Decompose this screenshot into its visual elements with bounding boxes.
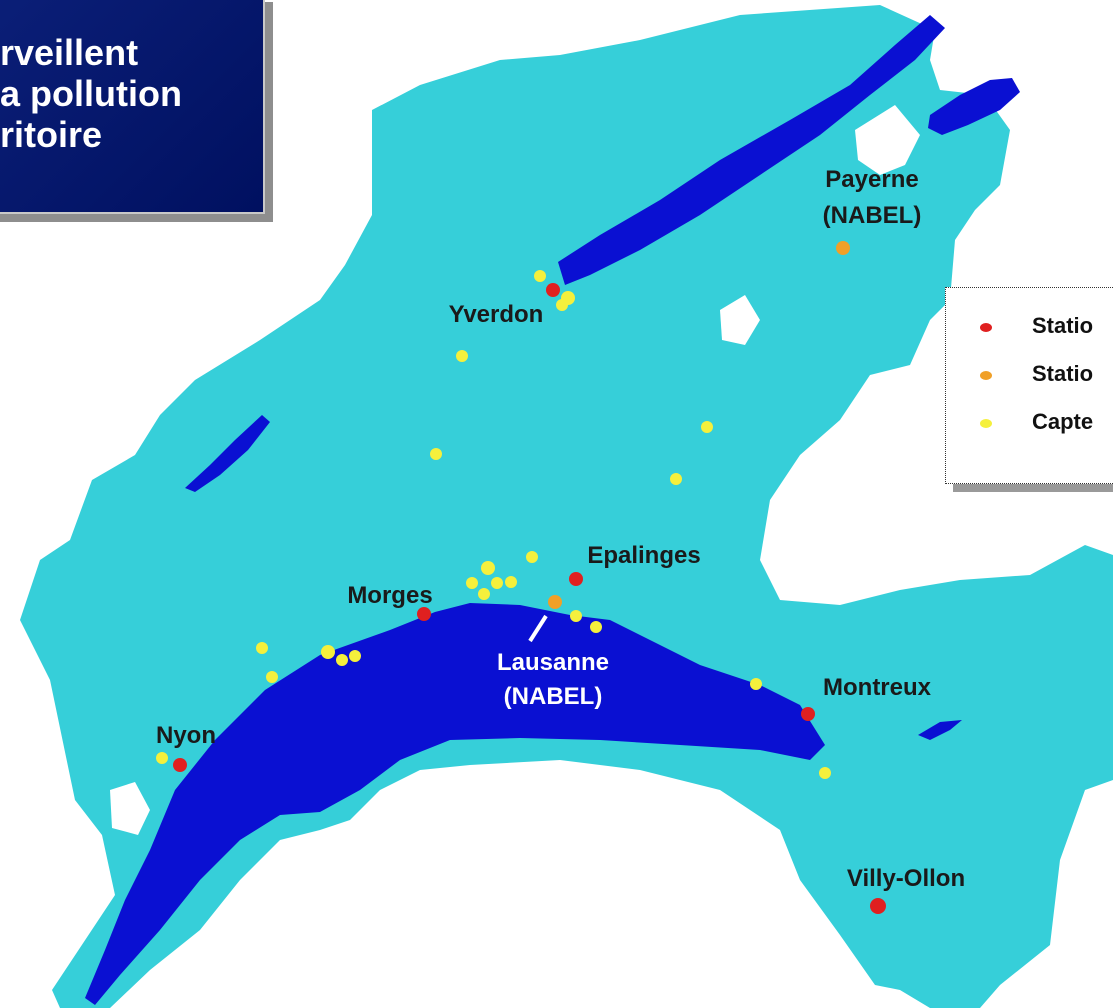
station-dot-lausanne	[548, 595, 562, 609]
sensor-dot	[466, 577, 478, 589]
sensor-dot	[478, 588, 490, 600]
sensor-dot	[750, 678, 762, 690]
legend-item-sensor: Capte	[980, 408, 1113, 456]
city-label-epalinges: Epalinges	[587, 542, 700, 569]
city-label-payerne: Payerne	[825, 166, 918, 193]
station-dot-epalinges	[569, 572, 583, 586]
sensor-dot	[819, 767, 831, 779]
sensor-dot	[256, 642, 268, 654]
sensor-dot	[456, 350, 468, 362]
legend-dot-station-nabel	[980, 371, 992, 380]
map-enclave	[855, 105, 920, 175]
lake-leman	[85, 603, 825, 1005]
sensor-dot	[481, 561, 495, 575]
sensor-dot	[670, 473, 682, 485]
station-dot-montreux	[801, 707, 815, 721]
legend-label-station: Statio	[1032, 313, 1094, 338]
legend-dot-station	[980, 323, 992, 332]
station-dots	[173, 241, 886, 914]
legend-item-station-nabel: Statio	[980, 360, 1113, 408]
sensor-dot	[266, 671, 278, 683]
lake-morat	[928, 78, 1020, 135]
sensor-dot	[349, 650, 361, 662]
station-dot-payerne	[836, 241, 850, 255]
sensor-dot	[321, 645, 335, 659]
legend-dot-sensor	[980, 419, 992, 428]
city-label-payerne-sub: (NABEL)	[823, 202, 922, 229]
sensor-dot	[526, 551, 538, 563]
legend-label-station-nabel: Statio	[1032, 361, 1094, 386]
title-line-1: rveillent	[0, 32, 139, 73]
lake-neuchatel	[558, 15, 945, 285]
sensor-dot	[556, 299, 568, 311]
city-label-lausanne-sub: (NABEL)	[504, 683, 603, 710]
station-dot-morges	[417, 607, 431, 621]
city-label-villy-ollon: Villy-Ollon	[847, 865, 965, 892]
legend-item-station: Statio	[980, 312, 1113, 360]
title-line-3: ritoire	[0, 114, 103, 155]
sensor-dot	[701, 421, 713, 433]
station-dot-villy-ollon	[870, 898, 886, 914]
sensor-dot	[491, 577, 503, 589]
title-box: rveillent a pollution ritoire	[0, 0, 265, 214]
station-dot-nyon	[173, 758, 187, 772]
city-label-montreux: Montreux	[823, 674, 932, 701]
sensor-dot	[570, 610, 582, 622]
sensor-dot	[590, 621, 602, 633]
city-label-nyon: Nyon	[156, 722, 216, 749]
lausanne-pointer-line	[528, 614, 548, 643]
sensor-dot	[336, 654, 348, 666]
sensor-dot	[430, 448, 442, 460]
sensor-dot	[534, 270, 546, 282]
station-dot-yverdon	[546, 283, 560, 297]
legend: Statio Statio Capte	[945, 287, 1113, 484]
sensor-dots	[156, 270, 831, 779]
lake-joux	[185, 415, 270, 492]
sensor-dot	[505, 576, 517, 588]
lake-alpine	[918, 720, 962, 740]
map-enclave	[720, 295, 760, 345]
city-labels: Payerne (NABEL) Yverdon Epalinges Morges…	[156, 166, 965, 892]
sensor-dot	[156, 752, 168, 764]
legend-label-sensor: Capte	[1032, 409, 1094, 434]
title-line-2: a pollution	[0, 73, 182, 114]
city-label-yverdon: Yverdon	[449, 301, 544, 328]
city-label-morges: Morges	[347, 582, 432, 609]
map-enclave	[110, 782, 150, 835]
city-label-lausanne: Lausanne	[497, 649, 609, 676]
